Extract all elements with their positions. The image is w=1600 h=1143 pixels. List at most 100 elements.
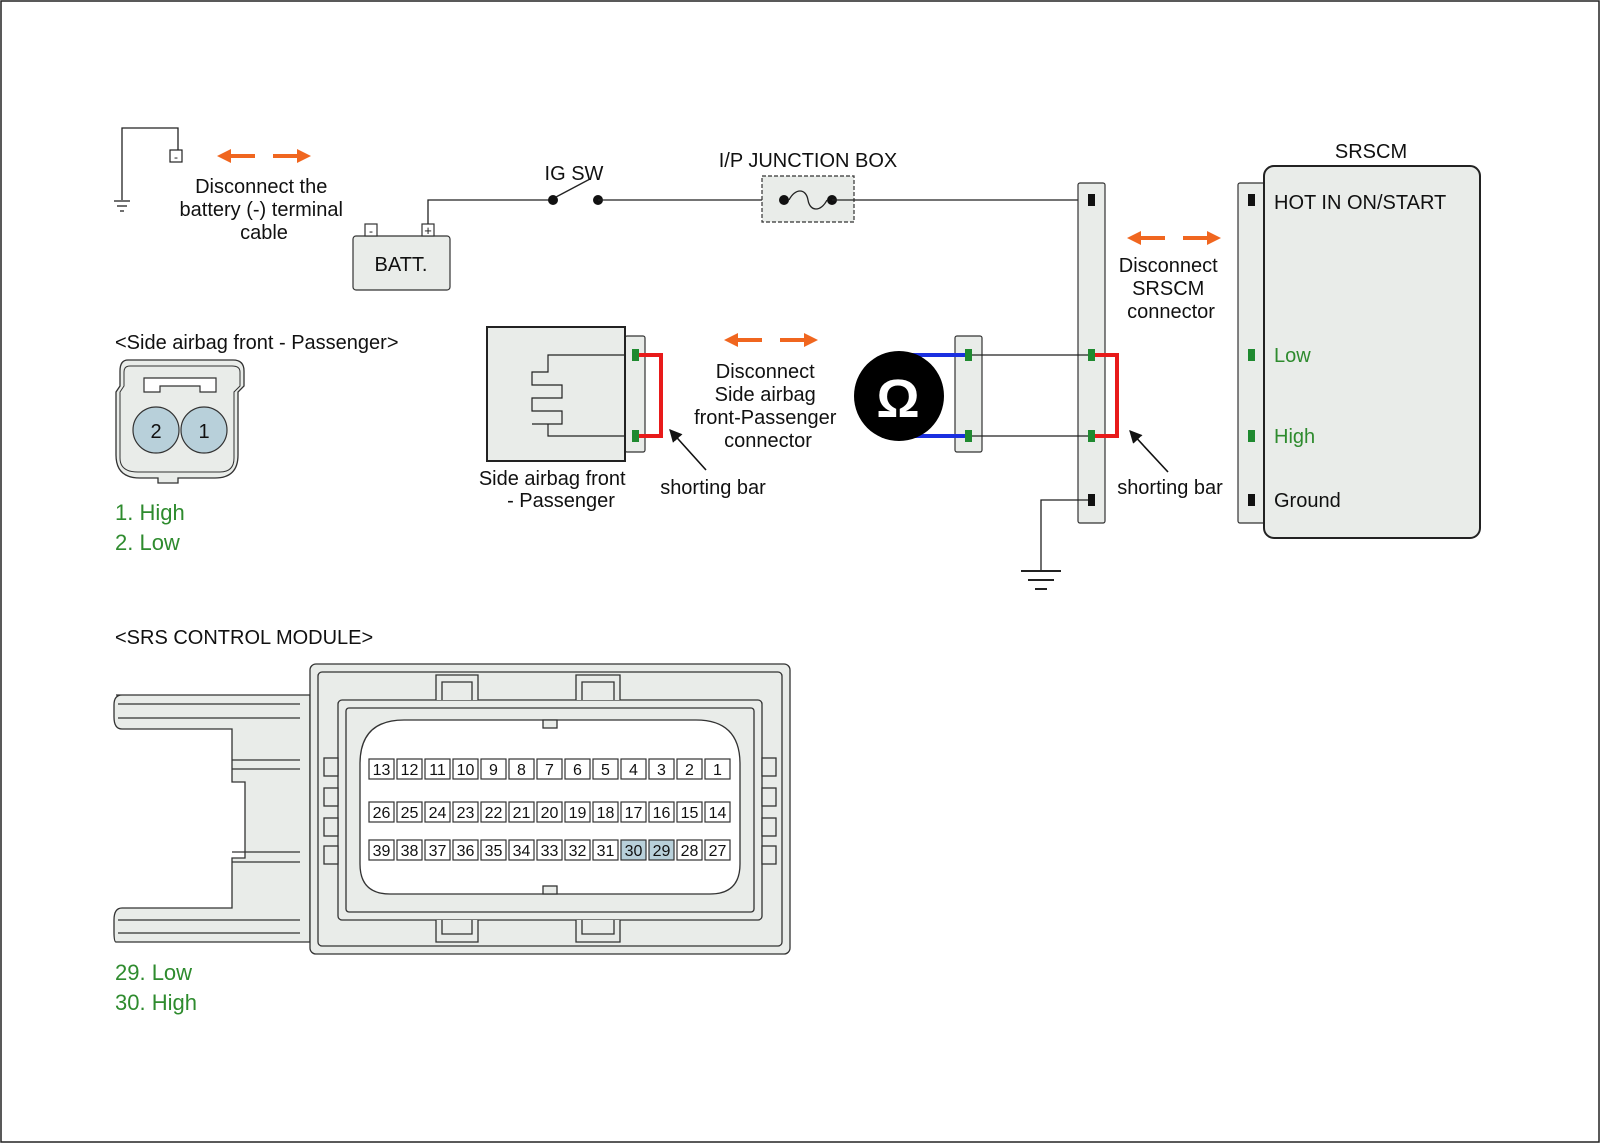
airbag-disconnect-note: Disconnect Side airbag front-Passenger c… bbox=[694, 361, 842, 452]
module-pin-25: 25 bbox=[401, 805, 419, 822]
module-pin-cell bbox=[564, 758, 591, 780]
module-pin-cell bbox=[676, 839, 703, 861]
module-pin-20: 20 bbox=[541, 805, 559, 822]
module-pin-cell bbox=[452, 758, 479, 780]
srscm-title: SRSCM bbox=[1335, 141, 1407, 163]
module-pin-cell bbox=[368, 801, 395, 823]
airbag-component-label: Side airbag front - Passenger bbox=[479, 468, 631, 512]
disconnect-arrow-icon bbox=[724, 333, 818, 347]
srscm-note-line: SRSCM bbox=[1132, 278, 1204, 300]
disconnect-arrow-icon bbox=[217, 149, 311, 163]
module-pin-27: 27 bbox=[709, 843, 727, 860]
module-pin-cell bbox=[480, 839, 507, 861]
side-airbag-component bbox=[486, 326, 646, 462]
module-pin-3: 3 bbox=[657, 762, 666, 779]
module-pin-cell bbox=[452, 839, 479, 861]
airbag-pin-2: 2 bbox=[150, 421, 161, 443]
module-pin-cell bbox=[508, 801, 535, 823]
battery-neg-terminal: - bbox=[369, 224, 373, 238]
airbag-pin-legend-high: 1. High bbox=[115, 500, 185, 525]
module-pin-35: 35 bbox=[485, 843, 503, 860]
module-pin-15: 15 bbox=[681, 805, 699, 822]
shorting-bar-srscm bbox=[1095, 353, 1119, 438]
module-pin-cell bbox=[592, 839, 619, 861]
module-pin-18: 18 bbox=[597, 805, 615, 822]
ohmmeter-icon: Ω bbox=[854, 351, 944, 441]
airbag-connector-face: 2 1 bbox=[115, 359, 245, 484]
module-pin-cell bbox=[704, 839, 731, 861]
srscm-module: SRSCM HOT IN ON/START Low High Ground bbox=[1237, 141, 1481, 539]
airbag-label-line: Side airbag front bbox=[479, 468, 626, 490]
module-pin-16: 16 bbox=[653, 805, 671, 822]
module-pin-26: 26 bbox=[373, 805, 391, 822]
module-pin-28: 28 bbox=[681, 843, 699, 860]
module-pin-cell bbox=[536, 839, 563, 861]
srscm-pin-hot: HOT IN ON/START bbox=[1274, 192, 1446, 214]
module-pin-cell bbox=[396, 839, 423, 861]
module-pin-cell bbox=[648, 801, 675, 823]
module-pin-cell bbox=[480, 801, 507, 823]
module-pin-cell bbox=[620, 801, 647, 823]
srscm-disconnect-note: Disconnect SRSCM connector bbox=[1119, 255, 1224, 323]
module-pin-2: 2 bbox=[685, 762, 694, 779]
module-pin-14: 14 bbox=[709, 805, 727, 822]
shorting-bar-pointer bbox=[1129, 430, 1169, 473]
module-pin-cell bbox=[396, 758, 423, 780]
module-pin-cell bbox=[424, 758, 451, 780]
module-pin-10: 10 bbox=[457, 762, 475, 779]
module-pin-cell bbox=[648, 839, 675, 861]
battery-ground-terminal: - bbox=[121, 127, 183, 200]
module-pin-cell bbox=[704, 758, 731, 780]
airbag-label-line: - Passenger bbox=[507, 490, 615, 512]
module-pin-cell bbox=[396, 801, 423, 823]
module-pin-cell bbox=[592, 758, 619, 780]
module-pin-cell bbox=[564, 801, 591, 823]
module-pin-cell bbox=[452, 801, 479, 823]
airbag-section-title: <Side airbag front - Passenger> bbox=[115, 332, 399, 354]
module-pin-22: 22 bbox=[485, 805, 503, 822]
shorting-bar-airbag bbox=[639, 353, 663, 438]
module-pin-cell bbox=[620, 839, 647, 861]
disconnect-arrow-icon bbox=[1127, 231, 1221, 245]
srscm-pin-low: Low bbox=[1274, 345, 1311, 367]
module-pin-cell bbox=[424, 801, 451, 823]
module-pin-36: 36 bbox=[457, 843, 475, 860]
module-pin-cell bbox=[368, 758, 395, 780]
module-pin-cell bbox=[564, 839, 591, 861]
airbag-note-line: connector bbox=[724, 430, 812, 452]
module-pin-4: 4 bbox=[629, 762, 638, 779]
srscm-pin-ground: Ground bbox=[1274, 490, 1341, 512]
module-pin-7: 7 bbox=[545, 762, 554, 779]
module-pin-30: 30 bbox=[625, 843, 643, 860]
srscm-note-line: connector bbox=[1127, 301, 1215, 323]
battery: - + BATT. bbox=[352, 223, 451, 291]
module-pin-legend-high: 30. High bbox=[115, 990, 197, 1015]
module-pin-24: 24 bbox=[429, 805, 447, 822]
module-pin-19: 19 bbox=[569, 805, 587, 822]
battery-label: BATT. bbox=[375, 254, 428, 276]
battery-note-line: battery (-) terminal bbox=[180, 199, 343, 221]
module-pin-34: 34 bbox=[513, 843, 531, 860]
ground-terminal-label: - bbox=[174, 150, 178, 164]
airbag-note-line: Side airbag bbox=[715, 384, 816, 406]
ohmmeter-probe-connector bbox=[954, 335, 983, 453]
module-pin-31: 31 bbox=[597, 843, 615, 860]
srscm-pin-high: High bbox=[1274, 426, 1315, 448]
module-pin-cell bbox=[704, 801, 731, 823]
airbag-note-line: front-Passenger bbox=[694, 407, 837, 429]
module-pin-13: 13 bbox=[373, 762, 391, 779]
ground-icon bbox=[1021, 570, 1061, 590]
module-pin-11: 11 bbox=[429, 762, 446, 779]
module-pin-cell bbox=[480, 758, 507, 780]
battery-note-line: Disconnect the bbox=[195, 176, 327, 198]
srscm-note-line: Disconnect bbox=[1119, 255, 1218, 277]
battery-disconnect-note: Disconnect the battery (-) terminal cabl… bbox=[180, 176, 349, 244]
module-pin-33: 33 bbox=[541, 843, 559, 860]
battery-note-line: cable bbox=[240, 222, 288, 244]
supply-wire bbox=[427, 199, 552, 224]
module-pin-21: 21 bbox=[513, 805, 531, 822]
junction-box: I/P JUNCTION BOX bbox=[719, 150, 897, 223]
